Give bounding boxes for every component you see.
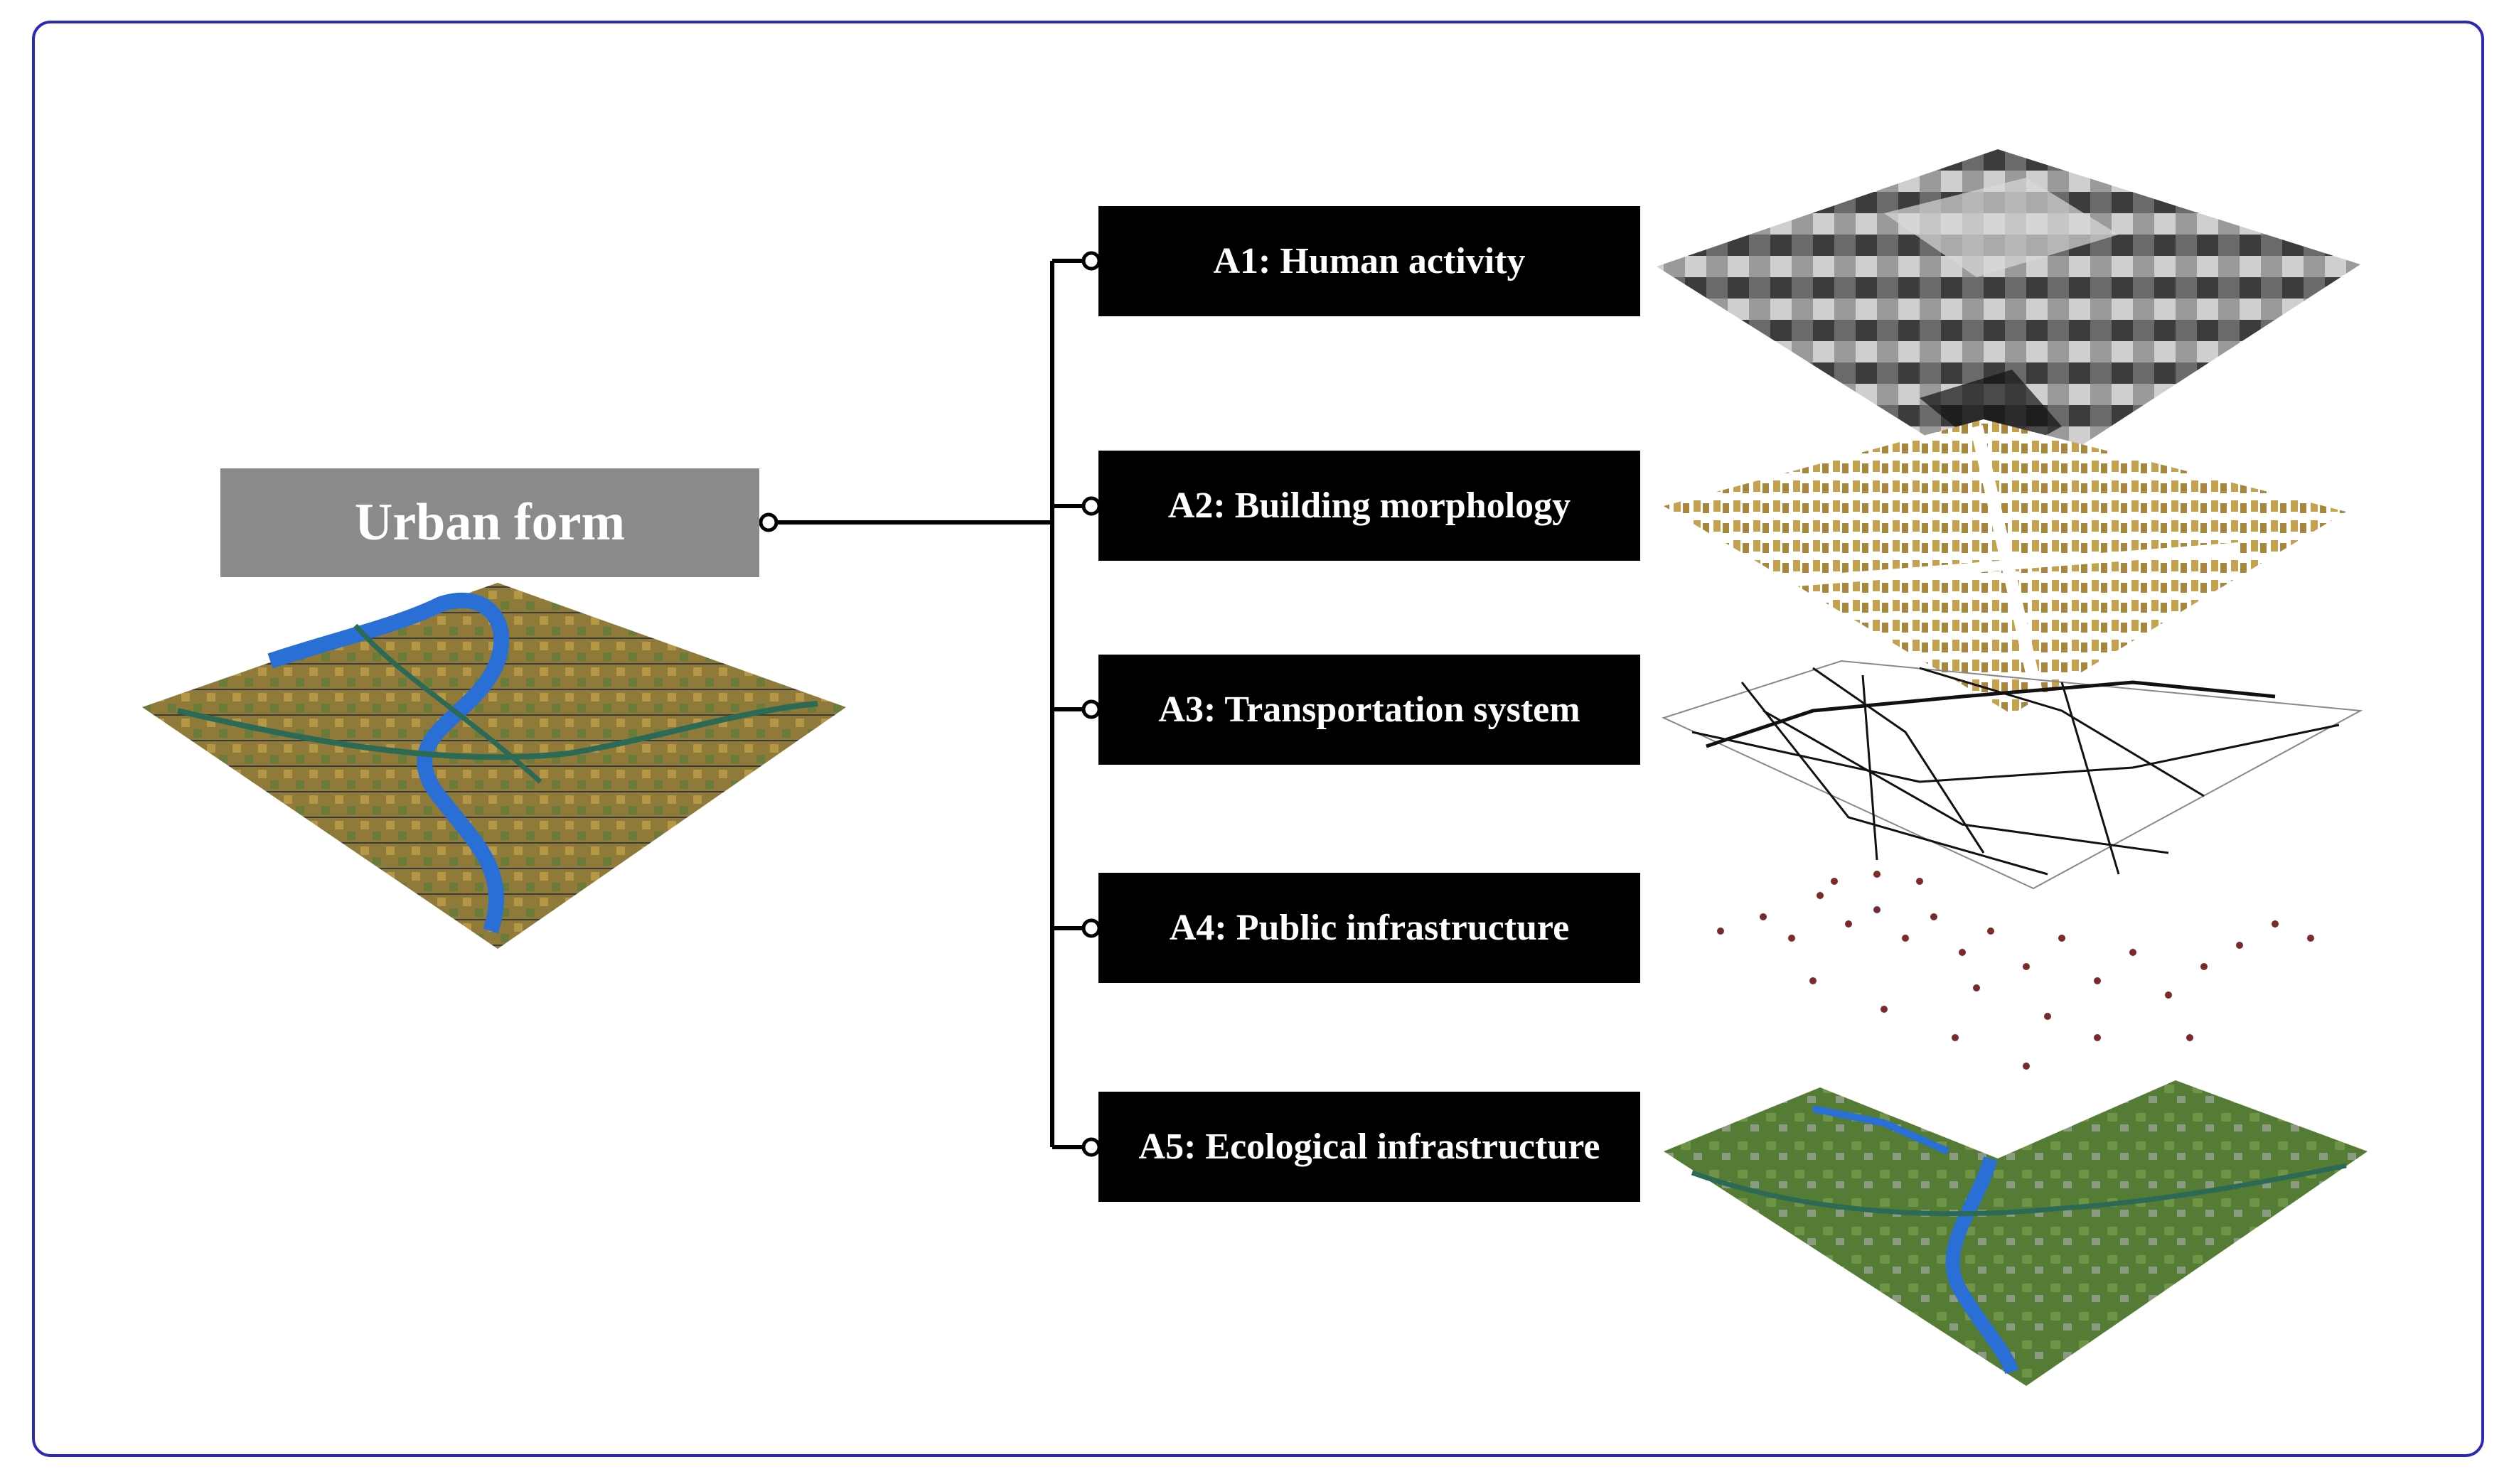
layer-node-a3-label: A3: Transportation system xyxy=(1158,689,1580,730)
layer-node-a5-label: A5: Ecological infrastructure xyxy=(1138,1127,1600,1167)
a5-ecological-layer xyxy=(1664,1080,2368,1386)
a2-port-circle xyxy=(1081,496,1101,516)
a4-public-infrastructure-layer xyxy=(1717,871,2314,1070)
a4-port-circle xyxy=(1081,918,1101,938)
a2-building-morphology-layer xyxy=(1664,419,2346,714)
root-node-label: Urban form xyxy=(354,493,626,552)
layer-node-a4: A4: Public infrastructure xyxy=(1098,873,1640,983)
layer-node-a3: A3: Transportation system xyxy=(1098,655,1640,765)
layer-node-a2: A2: Building morphology xyxy=(1098,451,1640,561)
a1-port-circle xyxy=(1081,251,1101,271)
layer-node-a2-label: A2: Building morphology xyxy=(1167,485,1571,526)
urban-form-city-image xyxy=(142,583,846,949)
figure-frame xyxy=(32,21,2484,1457)
a5-port-circle xyxy=(1081,1137,1101,1157)
layer-node-a5: A5: Ecological infrastructure xyxy=(1098,1092,1640,1202)
a3-transportation-layer xyxy=(1662,660,2363,890)
a3-port-circle xyxy=(1081,699,1101,719)
a1-human-activity-layer xyxy=(1657,149,2360,490)
layer-node-a4-label: A4: Public infrastructure xyxy=(1169,908,1570,948)
root-node-urban-form: Urban form xyxy=(220,468,759,577)
root-port-circle xyxy=(759,512,779,532)
layer-node-a1: A1: Human activity xyxy=(1098,206,1640,316)
layer-node-a1-label: A1: Human activity xyxy=(1213,241,1526,281)
